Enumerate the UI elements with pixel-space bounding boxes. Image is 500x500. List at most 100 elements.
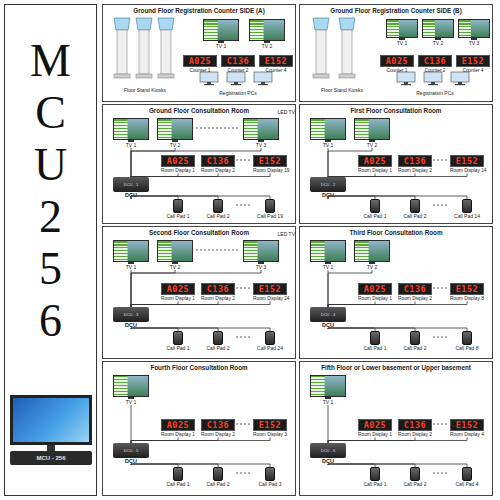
tv-screen: TV 2 (354, 118, 390, 148)
display-code: C136 (201, 283, 235, 295)
dcu-label: DCU (310, 192, 346, 199)
server-computer: MCU - 256 (10, 395, 92, 465)
signal-wire (328, 270, 329, 307)
tv-display (354, 240, 390, 262)
tv-stand (471, 38, 477, 40)
display-code: A025 (358, 419, 392, 431)
tv-screen: TV 2 (249, 19, 285, 49)
system-frame: M C U 2 5 6MCU - 256 (4, 4, 97, 496)
led-display: A025Room Display 1 (358, 419, 392, 438)
tv-stand (325, 397, 331, 399)
signal-wire (328, 302, 375, 308)
call-pad: Call Pad 1 (358, 331, 392, 351)
display-label: Room Display 19 (253, 168, 287, 174)
call-pad-label: Call Pad 1 (358, 481, 392, 487)
call-pad: Call Pad 2 (398, 467, 432, 487)
call-pad: Call Pad 2 (201, 331, 235, 351)
tv-stand (128, 397, 134, 399)
display-code: E152 (253, 419, 287, 431)
floor-panel: Third Floor Consultation RoomTV 1TV 2A02… (299, 226, 493, 359)
display-label: Room Display 2 (398, 296, 432, 302)
signal-wire (328, 438, 415, 444)
dcu-device: DCU - 3 (113, 307, 149, 322)
continuation-dashes (196, 128, 238, 129)
display-code: E152 (253, 283, 287, 295)
tv-label: TV 3 (458, 40, 490, 46)
signal-wire (131, 196, 178, 199)
signal-wire (131, 302, 218, 308)
led-display: C136Room Display 2 (398, 283, 432, 302)
signal-wire (328, 196, 375, 199)
call-pad-label: Call Pad 19 (253, 213, 287, 219)
signal-wire (328, 148, 372, 177)
panel-title: Ground Floor Consultation Room (105, 107, 293, 114)
call-pad-device (213, 331, 223, 345)
display-code: A025 (358, 283, 392, 295)
signal-wire (328, 405, 329, 443)
signal-wire (131, 148, 261, 177)
note-label: Floor Stand Kiosks (107, 87, 183, 93)
tv-stand (258, 140, 264, 142)
led-display: A025Room Display 1 (161, 283, 195, 302)
tv-label: TV 1 (386, 40, 418, 46)
signal-wire (328, 464, 467, 467)
display-code: C136 (418, 55, 452, 67)
display-label: Counter 2 (418, 68, 452, 74)
call-pad-label: Call Pad 8 (450, 345, 484, 351)
pc-icon (227, 72, 245, 85)
panel-title: Ground Floor Registration Counter SIDE (… (105, 7, 293, 14)
tv-display (243, 118, 279, 140)
continuation-dashes (433, 337, 447, 338)
tv-screen: TV 3 (243, 118, 279, 148)
tv-screen: TV 1 (310, 240, 346, 270)
call-pad: Call Pad 14 (450, 199, 484, 219)
display-label: Room Display 1 (358, 296, 392, 302)
tv-screen: TV 1 (386, 19, 418, 46)
call-pad-label: Call Pad 2 (398, 213, 432, 219)
signal-wire (131, 148, 175, 177)
kiosk-symbol (313, 18, 329, 78)
computer-label: MCU - 256 (10, 451, 92, 465)
signal-wire (131, 328, 270, 331)
tv-screen: TV 1 (310, 375, 346, 405)
signal-wire (131, 405, 132, 443)
call-pad-label: Call Pad 1 (358, 213, 392, 219)
call-pad-device (173, 467, 183, 481)
tv-screen: TV 3 (243, 240, 279, 270)
tv-stand (128, 262, 134, 264)
tv-screen: TV 3 (458, 19, 490, 46)
panel-title: Fourth Floor Consultation Room (105, 364, 293, 371)
dcu-id: DCU - 3 (113, 307, 149, 322)
signal-wire (131, 302, 178, 308)
display-label: Room Display 1 (358, 168, 392, 174)
tv-screen: TV 1 (113, 375, 149, 405)
display-label: Counter 4 (259, 68, 293, 74)
call-pad: Call Pad 4 (450, 467, 484, 487)
signal-wire (328, 174, 415, 178)
kiosk-symbol (158, 18, 174, 78)
tv-display (354, 118, 390, 140)
call-pad-device (370, 331, 380, 345)
panel-title: Second Floor Consultation Room (105, 229, 293, 236)
signal-wire (131, 328, 178, 331)
tv-stand (218, 41, 224, 43)
display-label: Counter 1 (183, 68, 217, 74)
call-pad-device (462, 331, 472, 345)
dcu-device: DCU - 5 (113, 443, 149, 458)
tv-stand (258, 262, 264, 264)
tv-screen: TV 1 (203, 19, 239, 49)
display-label: Room Display 4 (450, 432, 484, 438)
pc-icon (424, 72, 442, 85)
note-label: LED TV (263, 109, 295, 115)
tv-label: TV 2 (157, 264, 193, 270)
dcu-device: DCU - 2 (310, 177, 346, 192)
display-label: Room Display 1 (161, 168, 195, 174)
signal-wire (131, 302, 270, 308)
tv-display (310, 375, 346, 397)
kiosk-symbol (136, 18, 152, 78)
dcu-unit: DCU - 3DCU (113, 307, 149, 329)
tv-stand (369, 140, 375, 142)
display-code: A025 (358, 155, 392, 167)
tv-label: TV 2 (249, 43, 285, 49)
computer-base: MCU - 256 (10, 451, 92, 465)
